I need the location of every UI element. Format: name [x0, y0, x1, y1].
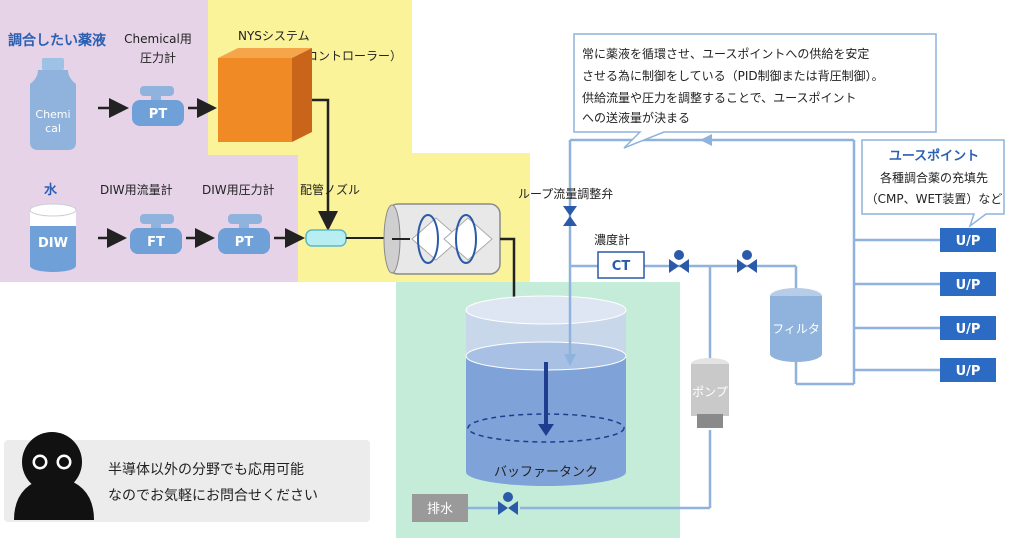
drain-box: [412, 494, 468, 522]
up-box-3: U/P: [940, 316, 996, 340]
svg-text:常に薬液を循環させ、ユースポイントへの供給を安定: 常に薬液を循環させ、ユースポイントへの供給を安定: [582, 46, 869, 61]
drain-valve-icon: [498, 492, 518, 515]
buffer-tank-label: バッファータンク: [494, 465, 598, 480]
svg-text:cal: cal: [45, 122, 61, 135]
diw-cylinder-icon: DIW: [29, 203, 77, 272]
up-box-2: U/P: [940, 272, 996, 296]
svg-text:CT: CT: [612, 259, 631, 274]
svg-text:（CMP、WET装置）など: （CMP、WET装置）など: [866, 192, 1003, 206]
svg-text:ポンプ: ポンプ: [692, 385, 728, 399]
nozzle-icon: [305, 229, 347, 247]
diw-pt-label: DIW用圧力計: [202, 182, 275, 197]
loop-piping: [484, 138, 940, 510]
up-box-1: U/P: [940, 228, 996, 252]
svg-text:DIW: DIW: [38, 236, 68, 251]
chemical-bottle-icon: Chemi cal: [30, 58, 76, 150]
svg-text:ユースポイント: ユースポイント: [889, 148, 979, 164]
svg-text:U/P: U/P: [956, 322, 981, 337]
control-callout: 常に薬液を循環させ、ユースポイントへの供給を安定 させる為に制御をしている（PI…: [573, 33, 937, 149]
inline-mixer-icon: [383, 203, 501, 275]
chem-title: 調合したい薬液: [8, 32, 107, 49]
loop-valve-icon: [563, 206, 577, 226]
svg-text:Chemi: Chemi: [35, 108, 70, 121]
contact-banner: [4, 440, 370, 522]
svg-text:への送液量が決まる: への送液量が決まる: [582, 110, 690, 125]
banner-line-2: なのでお気軽にお問合せください: [108, 488, 318, 504]
svg-text:U/P: U/P: [956, 234, 981, 249]
svg-text:U/P: U/P: [956, 278, 981, 293]
up-box-4: U/P: [940, 358, 996, 382]
nozzle-label: 配管ノズル: [300, 182, 360, 197]
svg-text:PT: PT: [235, 235, 254, 250]
chem-pt-label-1: Chemical用: [124, 32, 192, 46]
svg-text:供給流量や圧力を調整することで、ユースポイント: 供給流量や圧力を調整することで、ユースポイント: [582, 90, 857, 105]
svg-text:PT: PT: [149, 107, 168, 122]
buffer-tank-icon: [465, 295, 627, 486]
valve-2-icon: [737, 250, 757, 273]
banner-line-1: 半導体以外の分野でも応用可能: [108, 462, 304, 478]
flow-arrow-down: [564, 354, 576, 366]
arrow-nys-to-nozzle: [312, 98, 338, 231]
ct-meter-icon: CT: [597, 251, 645, 279]
valve-1-icon: [669, 250, 689, 273]
diw-pressure-gauge-icon: PT: [218, 214, 270, 254]
diw-flow-label: DIW用流量計: [100, 182, 173, 197]
flow-arrow-top: [700, 134, 712, 146]
filter-icon: フィルタ: [770, 288, 822, 362]
svg-text:FT: FT: [147, 235, 165, 250]
chem-pt-label-2: 圧力計: [140, 50, 176, 65]
svg-text:U/P: U/P: [956, 364, 981, 379]
pump-icon: ポンプ: [691, 358, 729, 428]
drain-label: 排水: [427, 502, 453, 517]
loop-valve-label: ループ流量調整弁: [518, 186, 613, 201]
use-point-note: ユースポイント 各種調合薬の充填先 （CMP、WET装置）など: [861, 139, 1005, 229]
water-title: 水: [44, 182, 58, 198]
conc-meter-label: 濃度計: [594, 232, 630, 247]
svg-text:各種調合薬の充填先: 各種調合薬の充填先: [880, 170, 988, 185]
svg-text:させる為に制御をしている（PID制御または背圧制御）。: させる為に制御をしている（PID制御または背圧制御）。: [582, 68, 884, 83]
person-with-glasses-icon: [14, 432, 94, 520]
nys-title-1: NYSシステム: [238, 29, 310, 43]
chem-pressure-gauge-icon: PT: [132, 86, 184, 126]
nys-controller-icon: [218, 48, 312, 142]
diw-flowmeter-icon: FT: [130, 214, 182, 254]
svg-text:フィルタ: フィルタ: [772, 322, 820, 336]
